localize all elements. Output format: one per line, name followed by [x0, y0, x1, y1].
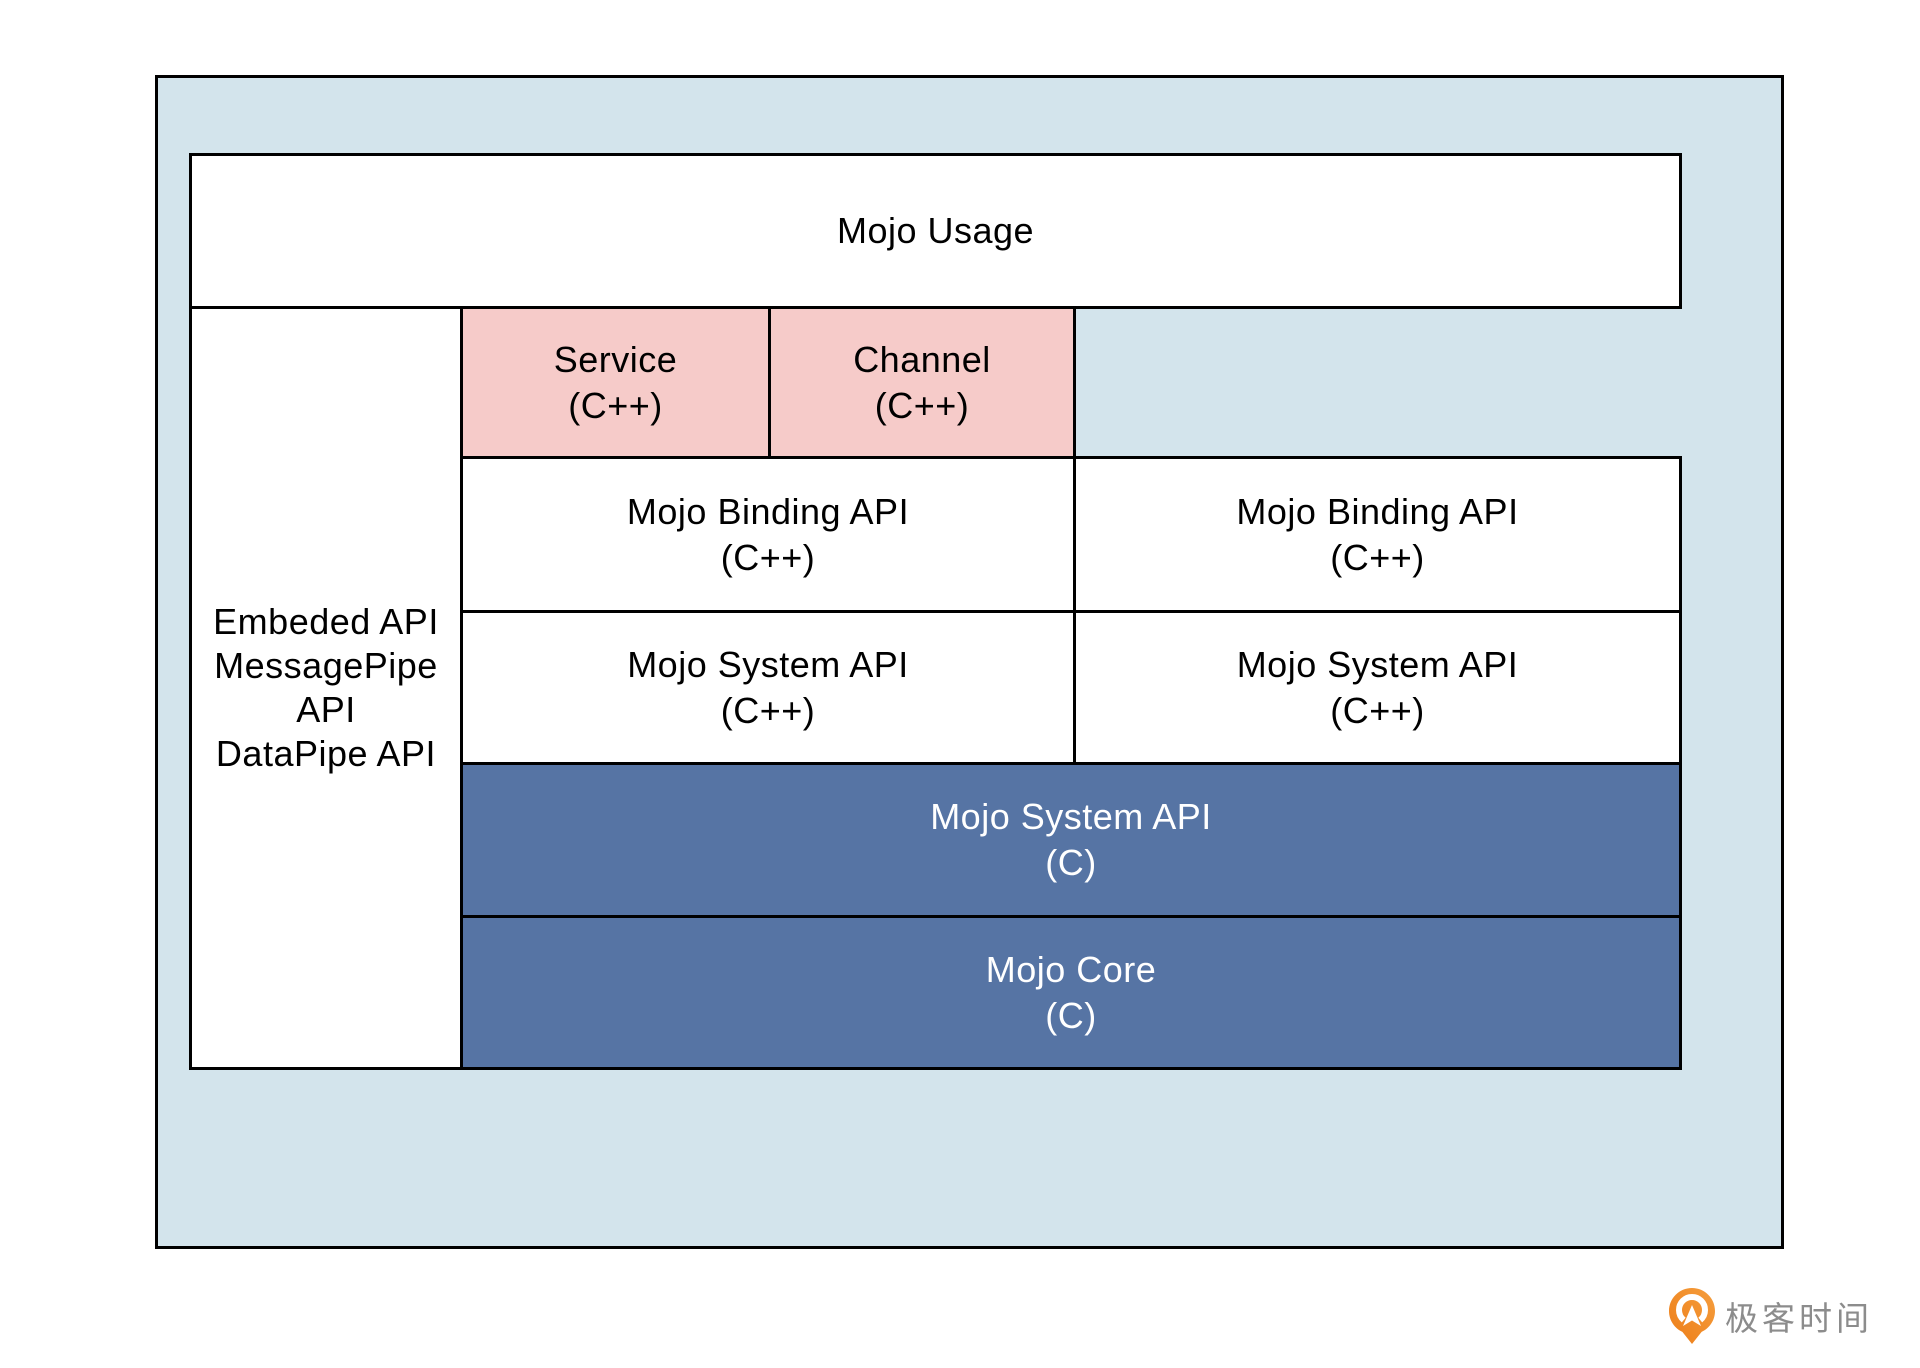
box-mojo-system-api-right: Mojo System API (C++)	[1073, 610, 1682, 765]
box-mojo-binding-api-left: Mojo Binding API (C++)	[460, 456, 1076, 613]
box-binding-right-title: Mojo Binding API	[1236, 490, 1519, 532]
box-mojo-binding-api-right: Mojo Binding API (C++)	[1073, 456, 1682, 613]
box-channel-lang: (C++)	[874, 384, 970, 426]
box-embedded-apis: Embeded API MessagePipe API DataPipe API	[189, 306, 463, 1070]
box-system-c-title: Mojo System API	[930, 796, 1212, 837]
embedded-api-line: Embeded API	[213, 601, 439, 642]
box-channel-cpp: Channel (C++)	[768, 306, 1076, 459]
box-system-left-title: Mojo System API	[627, 643, 909, 685]
box-core-c-lang: (C)	[1045, 994, 1097, 1036]
box-system-left-lang: (C++)	[720, 689, 816, 731]
diagram-container: Mojo Usage Embeded API MessagePipe API D…	[155, 75, 1784, 1249]
box-service-title: Service	[553, 338, 678, 380]
box-service-lang: (C++)	[568, 384, 663, 426]
box-mojo-usage-label: Mojo Usage	[836, 210, 1035, 251]
box-mojo-system-api-left: Mojo System API (C++)	[460, 610, 1076, 765]
box-core-c-title: Mojo Core	[985, 948, 1157, 990]
box-channel-title: Channel	[853, 338, 991, 380]
box-mojo-core-c: Mojo Core (C)	[460, 915, 1682, 1070]
box-service-cpp: Service (C++)	[460, 306, 771, 459]
box-mojo-usage: Mojo Usage	[189, 153, 1682, 309]
messagepipe-line: MessagePipe	[214, 645, 438, 686]
box-binding-right-lang: (C++)	[1330, 536, 1425, 578]
box-system-right-title: Mojo System API	[1236, 643, 1519, 685]
box-binding-left-title: Mojo Binding API	[626, 490, 910, 532]
box-system-right-lang: (C++)	[1330, 689, 1425, 731]
brand-text: 极客时间	[1725, 1300, 1873, 1337]
box-mojo-system-api-c: Mojo System API (C)	[460, 762, 1682, 918]
geektime-pin-icon	[1669, 1288, 1715, 1344]
datapipe-line: DataPipe API	[215, 733, 437, 774]
box-system-c-lang: (C)	[1045, 842, 1097, 883]
box-binding-left-lang: (C++)	[720, 536, 816, 578]
brand-footer: 极客时间	[1668, 1286, 1873, 1346]
api-line: API	[296, 689, 356, 730]
